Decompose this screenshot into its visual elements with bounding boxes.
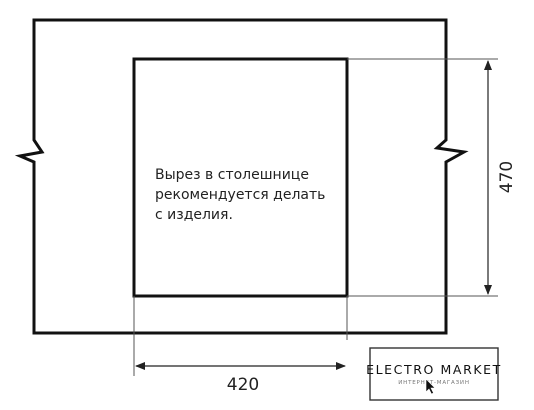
cutout-note: Вырез в столешнице рекомендуется делать …: [155, 167, 330, 223]
note-line-1: Вырез в столешнице: [155, 167, 309, 183]
dimension-label-height: 470: [497, 161, 517, 193]
logo-subtitle: ИНТЕРНЕТ-МАГАЗИН: [398, 380, 470, 386]
cursor-arrow-icon: [425, 378, 436, 395]
electro-market-logo: ELECTRO MARKET ИНТЕРНЕТ-МАГАЗИН: [366, 347, 502, 401]
cutout-rectangle: [132, 57, 349, 298]
logo-title: ELECTRO MARKET: [366, 362, 502, 377]
note-line-2: рекомендуется делать: [155, 187, 325, 203]
logo-frame: [369, 347, 499, 401]
dimension-label-width: 420: [227, 375, 259, 395]
note-line-3: с изделия.: [155, 207, 233, 223]
countertop-outline: [14, 18, 469, 335]
